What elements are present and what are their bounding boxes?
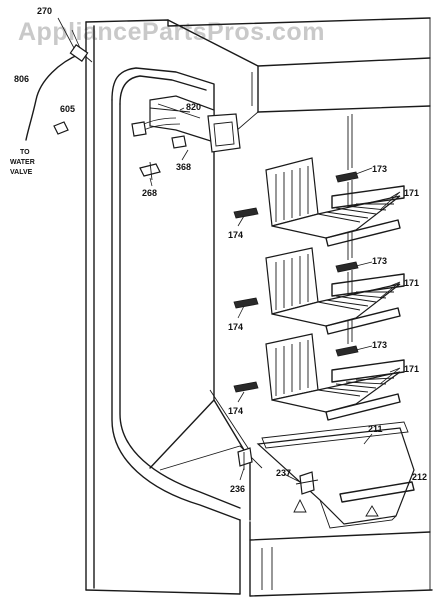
note-line-1: TO	[20, 149, 30, 156]
water-line	[25, 44, 93, 141]
callout-212: 212	[412, 472, 427, 482]
callout-237: 237	[276, 468, 291, 478]
callout-173-bottom: 173	[372, 340, 387, 350]
callout-173-top: 173	[372, 164, 387, 174]
callout-171-top: 171	[404, 188, 419, 198]
auger-parts	[237, 447, 319, 495]
callout-173-middle: 173	[372, 256, 387, 266]
bucket-front-trim	[339, 481, 415, 503]
callout-171-bottom: 171	[404, 364, 419, 374]
callout-268: 268	[142, 188, 157, 198]
ice-maker-assembly	[131, 95, 241, 181]
callout-labels: 270 806 605 820 368 268 173 171 174 173 …	[14, 6, 427, 494]
callout-605: 605	[60, 104, 75, 114]
callout-211: 211	[368, 424, 383, 434]
wire-basket-bottom	[265, 333, 405, 421]
wire-basket-middle	[265, 247, 405, 335]
note-line-3: VALVE	[10, 169, 33, 176]
callout-171-middle: 171	[404, 278, 419, 288]
callout-806: 806	[14, 74, 29, 84]
callout-270: 270	[37, 6, 52, 16]
cabinet-shell	[85, 17, 433, 597]
callout-236: 236	[230, 484, 245, 494]
callout-820: 820	[186, 102, 201, 112]
part-368-bracket	[171, 135, 187, 149]
water-line-fitting	[69, 44, 89, 62]
callout-leaders	[57, 17, 415, 487]
callout-174-bottom: 174	[228, 406, 243, 416]
ice-bucket	[256, 421, 415, 529]
note-line-2: WATER	[10, 159, 35, 166]
callout-174-top: 174	[228, 230, 243, 240]
wire-basket-top	[265, 157, 405, 247]
clamp-part	[53, 121, 69, 135]
callout-368: 368	[176, 162, 191, 172]
shelf-rails	[233, 114, 359, 393]
callout-174-middle: 174	[228, 322, 243, 332]
cabinet-liner	[111, 67, 263, 521]
water-valve-note: TO WATER VALVE	[10, 149, 35, 176]
